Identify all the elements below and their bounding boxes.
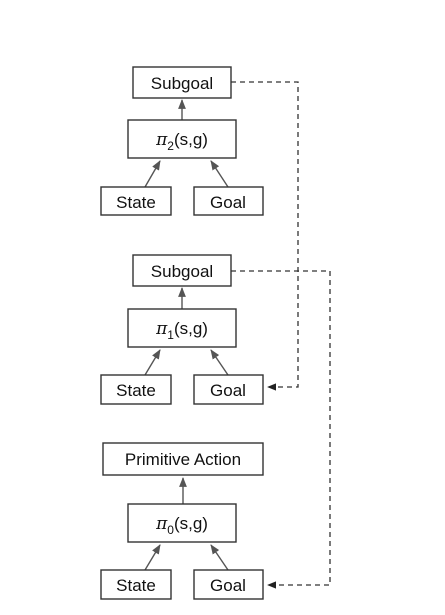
level-0-policy-symbol: π (155, 514, 168, 534)
level-0-group: Primitive Action π0(s,g) State Goal (100, 442, 264, 600)
level-2-policy-symbol: π (155, 130, 168, 150)
level-0-goal-label: Goal (210, 576, 246, 595)
level-0-goal-arrow (210, 544, 229, 571)
level-2-goal-label: Goal (210, 193, 246, 212)
level-2-subgoal-label: Subgoal (151, 74, 213, 93)
level-2-subgoal-to-level-1-goal-connector (231, 81, 299, 391)
level-1-goal-arrow (210, 349, 229, 376)
level-1-policy-args: (s,g) (174, 319, 208, 338)
level-0-goal-node: Goal (193, 569, 264, 600)
level-2-goal-arrow (210, 160, 229, 188)
level-1-goal-label: Goal (210, 381, 246, 400)
level-0-state-arrow (144, 544, 161, 571)
level-1-state-arrow (144, 349, 161, 376)
level-2-policy-node: π2(s,g) (127, 119, 237, 159)
level-1-subgoal-node: Subgoal (132, 254, 232, 287)
level-0-policy-node: π0(s,g) (127, 503, 237, 543)
level-1-subgoal-to-level-0-goal-connector (231, 270, 331, 589)
level-0-state-label: State (116, 576, 156, 595)
level-0-primitive-action-label: Primitive Action (125, 450, 241, 469)
level-0-policy-args: (s,g) (174, 514, 208, 533)
level-1-policy-subscript: 1 (167, 328, 174, 342)
level-1-subgoal-label: Subgoal (151, 262, 213, 281)
level-2-state-arrow (144, 160, 161, 188)
level-1-state-label: State (116, 381, 156, 400)
level-1-policy-symbol: π (155, 319, 168, 339)
level-2-state-node: State (100, 186, 172, 216)
level-2-policy-label: π2(s,g) (155, 130, 208, 153)
level-1-goal-node: Goal (193, 374, 264, 405)
level-0-primitive-action-node: Primitive Action (102, 442, 264, 476)
level-2-policy-subscript: 2 (167, 139, 174, 153)
level-2-subgoal-node: Subgoal (132, 66, 232, 99)
level-2-group: Subgoal π2(s,g) State Goal (100, 66, 264, 216)
level-2-goal-node: Goal (193, 186, 264, 216)
level-0-policy-subscript: 0 (167, 523, 174, 537)
level-1-policy-label: π1(s,g) (155, 319, 208, 342)
level-0-policy-label: π0(s,g) (155, 514, 208, 537)
level-1-policy-node: π1(s,g) (127, 308, 237, 348)
level-1-group: Subgoal π1(s,g) State Goal (100, 254, 264, 405)
level-2-policy-args: (s,g) (174, 130, 208, 149)
level-2-state-label: State (116, 193, 156, 212)
level-1-state-node: State (100, 374, 172, 405)
level-0-state-node: State (100, 569, 172, 600)
